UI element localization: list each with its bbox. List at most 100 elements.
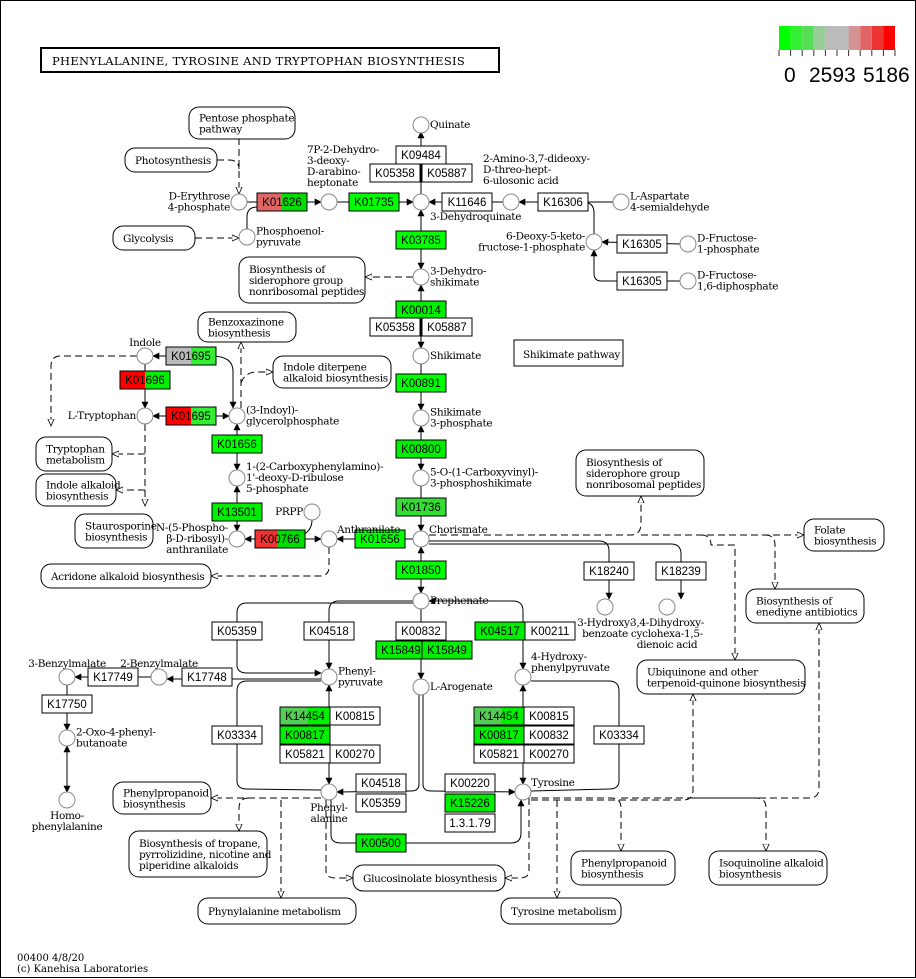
ortholog-k00832[interactable]: K00832	[395, 621, 447, 641]
compound-opb[interactable]: 2-Oxo-4-phenyl-butanoate	[58, 727, 157, 750]
ortholog-k16306[interactable]: K16306	[537, 192, 589, 212]
map-link-phemet[interactable]: Phynylalanine metabolism	[197, 897, 357, 925]
compound-ddf[interactable]: 6-Deoxy-5-keto-fructose-1-phosphate	[478, 231, 603, 254]
compound-tyr[interactable]: Tyrosine	[514, 777, 575, 801]
compound-quinate[interactable]: Quinate	[412, 116, 470, 134]
ortholog-k00815[interactable]: K00815	[329, 706, 381, 726]
ortholog-k13501[interactable]: K13501	[211, 502, 263, 522]
ortholog-k16305[interactable]: K16305	[616, 271, 668, 291]
compound-phe[interactable]: Phenyl-alanine	[310, 783, 349, 825]
compound-dhcd[interactable]: 3,4-Dihydroxy-cyclohexa-1,5-dienoic acid	[630, 598, 705, 651]
ortholog-k05359[interactable]: K05359	[355, 793, 407, 813]
compound-anth[interactable]: Anthranilate	[320, 524, 401, 548]
compound-fbp[interactable]: D-Fructose-1,6-diphosphate	[679, 270, 779, 293]
ortholog-k01626[interactable]: K01626	[256, 192, 308, 212]
ortholog-k00815[interactable]: K00815	[523, 706, 575, 726]
ortholog-k01695[interactable]: K01695	[165, 406, 217, 426]
ortholog-k14454[interactable]: K14454	[473, 706, 525, 726]
ortholog-k05821[interactable]: K05821	[473, 744, 525, 764]
map-link-glucos[interactable]: Glucosinolate biosynthesis	[352, 864, 506, 892]
compound-bm3[interactable]: 3-Benzylmalate	[28, 658, 106, 686]
ortholog-k00891[interactable]: K00891	[395, 373, 447, 393]
compound-dahp[interactable]: 7P-2-Dehydro-3-deoxy-D-arabino-heptonate	[307, 144, 380, 211]
ortholog-k18240[interactable]: K18240	[583, 561, 635, 581]
ortholog-k00270[interactable]: K00270	[329, 744, 381, 764]
compound-phpyr[interactable]: Phenyl-pyruvate	[320, 666, 383, 689]
compound-chor[interactable]: Chorismate	[412, 524, 488, 548]
compound-pep[interactable]: Phosphoenol-pyruvate	[238, 226, 325, 249]
map-link-tropane[interactable]: Biosynthesis of tropane,pyrrolizidine, n…	[128, 830, 272, 878]
compound-dhq[interactable]: 3-Dehydroquinate	[412, 193, 522, 223]
ortholog-k01735[interactable]: K01735	[348, 192, 400, 212]
ortholog-k03334[interactable]: K03334	[593, 725, 645, 745]
ortholog-k01850[interactable]: K01850	[395, 560, 447, 580]
ortholog-k11646[interactable]: K11646	[441, 192, 493, 212]
map-link-glyco[interactable]: Glycolysis	[112, 225, 196, 251]
ortholog-k16305[interactable]: K16305	[616, 234, 668, 254]
ortholog-k00817[interactable]: K00817	[279, 725, 331, 745]
compound-hpp[interactable]: 4-Hydroxy-phenylpyruvate	[514, 651, 610, 686]
ortholog-k15849[interactable]: K15849	[375, 640, 427, 660]
ortholog-k00817[interactable]: K00817	[473, 725, 525, 745]
ortholog-k00832[interactable]: K00832	[523, 725, 575, 745]
ortholog-k00270[interactable]: K00270	[523, 744, 575, 764]
ortholog-k15226[interactable]: K15226	[444, 793, 496, 813]
ortholog-k14454[interactable]: K14454	[279, 706, 331, 726]
map-link-tyrmet[interactable]: Tyrosine metabolism	[500, 897, 622, 925]
ortholog-k15849[interactable]: K15849	[421, 640, 473, 660]
ortholog-k09484[interactable]: K09484	[395, 145, 447, 165]
compound-trp[interactable]: L-Tryptophan	[68, 407, 154, 425]
ortholog-k00220[interactable]: K00220	[444, 773, 496, 793]
map-link-photo[interactable]: Photosynthesis	[124, 147, 218, 173]
compound-epsp[interactable]: 5-O-(1-Carboxyvinyl)-3-phosphoshikimate	[412, 467, 539, 490]
compound-preph[interactable]: Prephenate	[412, 592, 489, 610]
compound-dhs[interactable]: 3-Dehydro-shikimate	[412, 266, 487, 289]
compound-shik[interactable]: Shikimate	[412, 347, 481, 365]
compound-prpp[interactable]: PRPP	[275, 503, 321, 521]
compound-pra[interactable]: N-(5-Phospho-β-D-ribosyl)-anthranilate	[156, 522, 246, 556]
ortholog-k05887[interactable]: K05887	[421, 317, 473, 337]
compound-arog[interactable]: L-Arogenate	[412, 678, 493, 696]
compound-indole[interactable]: Indole	[129, 337, 161, 365]
ortholog-k05358[interactable]: K05358	[369, 317, 421, 337]
compound-igp[interactable]: (3-Indoyl)-glycerolphosphate	[228, 405, 339, 428]
ortholog-k01695[interactable]: K01695	[165, 346, 217, 366]
ortholog-k01656[interactable]: K01656	[211, 434, 263, 454]
compound-hphe[interactable]: Homo-phenylalanine	[32, 791, 103, 833]
ortholog-k01736[interactable]: K01736	[395, 497, 447, 517]
ortholog-k03334[interactable]: K03334	[211, 725, 263, 745]
ortholog-k00766[interactable]: K00766	[254, 529, 306, 549]
map-link-acrid[interactable]: Acridone alkaloid biosynthesis	[40, 563, 212, 589]
ortholog-k03785[interactable]: K03785	[395, 230, 447, 250]
ortholog-k05821[interactable]: K05821	[279, 744, 331, 764]
compound-hb3[interactable]: 3-Hydroxy-benzoate	[577, 598, 634, 640]
compound-bm2[interactable]: 2-Benzylmalate	[120, 658, 198, 686]
ortholog-k04517[interactable]: K04517	[474, 621, 526, 641]
ortholog-k18239[interactable]: K18239	[655, 561, 707, 581]
compound-aminodd[interactable]: 2-Amino-3,7-dideoxy-D-threo-hept-6-uloso…	[483, 153, 591, 211]
ortholog-k04518[interactable]: K04518	[303, 621, 355, 641]
ortholog-k04518[interactable]: K04518	[355, 773, 407, 793]
ortholog-k05359[interactable]: K05359	[211, 621, 263, 641]
ortholog-k01696[interactable]: K01696	[119, 370, 171, 390]
compound-f1p[interactable]: D-Fructose-1-phosphate	[679, 233, 760, 256]
ortholog-k05358[interactable]: K05358	[369, 163, 421, 183]
ortholog-k17750[interactable]: K17750	[41, 694, 93, 714]
ortholog-k17749[interactable]: K17749	[87, 667, 139, 687]
ortholog-k01656[interactable]: K01656	[354, 529, 406, 549]
ortholog-k00800[interactable]: K00800	[395, 439, 447, 459]
